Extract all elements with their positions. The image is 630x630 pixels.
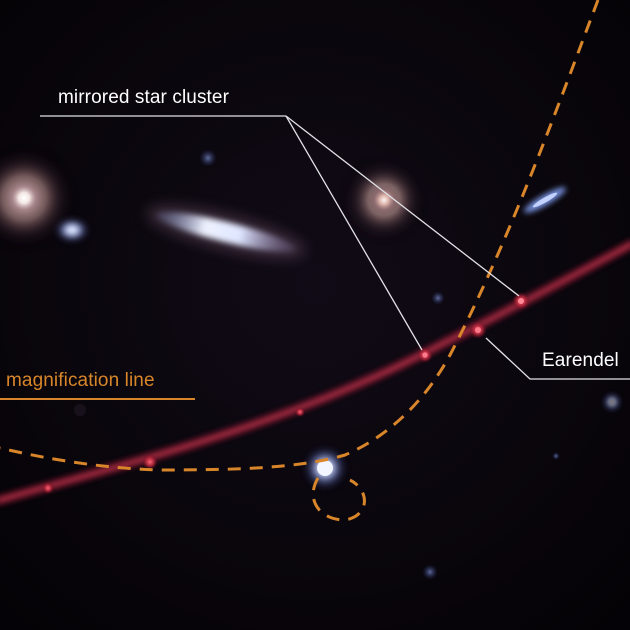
- star-cluster-label: mirrored star cluster: [58, 87, 230, 108]
- blue-galaxy-bottom: [303, 446, 347, 490]
- magnification-line-label: magnification line: [6, 370, 155, 391]
- elongated-galaxy: [146, 205, 306, 259]
- bright-star-left: [0, 154, 68, 242]
- star-cluster-knot-1: [512, 292, 530, 310]
- earendel-star: [469, 321, 487, 339]
- warm-galaxy: [350, 166, 418, 234]
- annotation-lines: [40, 115, 630, 380]
- magnification-line-curve: [0, 0, 600, 522]
- blue-streak-galaxy: [524, 187, 566, 213]
- earendel-label: Earendel: [542, 350, 619, 371]
- star-cluster-knot-2: [417, 347, 433, 363]
- lensed-arc: [0, 239, 630, 506]
- faint-background-objects: [74, 149, 624, 580]
- small-blue-source-left: [54, 217, 90, 243]
